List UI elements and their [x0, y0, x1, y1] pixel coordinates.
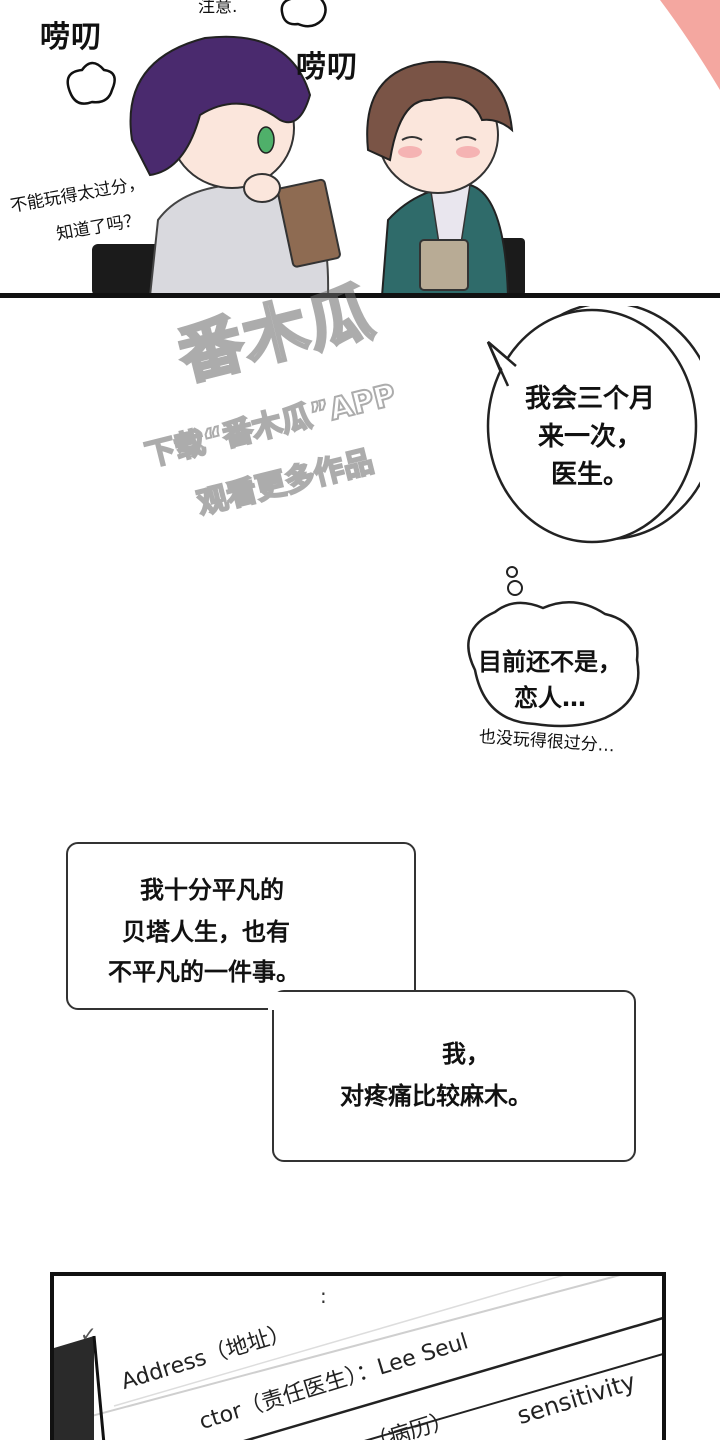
narration-1-line-2: 贝塔人生，也有 — [122, 918, 290, 946]
speech-line-3: 医生。 — [550, 460, 629, 490]
top-comic-panel: 唠叨 唠叨 注意. 不能玩得太过分， 知道了吗？ — [0, 0, 720, 296]
thought-bubble-shape — [467, 566, 640, 728]
medical-record-panel: ✓ : Address（地址） ctor（责任医生）：Lee Seul （病历）… — [50, 1272, 666, 1440]
top-cut-text: 注意. — [198, 0, 238, 17]
narration-2-line-1: 我， — [442, 1040, 490, 1068]
speech-bubble: 我会三个月 来一次， 医生。 — [480, 306, 700, 546]
sfx-nagging-left: 唠叨 — [40, 20, 102, 55]
thought-line-1: 目前还不是， — [478, 648, 622, 676]
sfx-nagging-right: 唠叨 — [296, 50, 358, 85]
characters-illustration — [66, 0, 720, 296]
narration-box-2: 我， 对疼痛比较麻木。 — [272, 990, 636, 1162]
narration-box-1: 我十分平凡的 贝塔人生，也有 不平凡的一件事。 — [66, 842, 416, 1010]
thought-bubble: 目前还不是， 恋人… — [455, 560, 645, 730]
document-paper — [54, 1276, 662, 1440]
narration-2-line-2: 对疼痛比较麻木。 — [340, 1082, 532, 1110]
thought-line-2: 恋人… — [514, 684, 586, 712]
speech-line-2: 来一次， — [537, 422, 642, 452]
narration-1-line-1: 我十分平凡的 — [140, 876, 284, 904]
watermark: 番木瓜 下载“番木瓜”APP 观看更多作品 — [141, 273, 500, 540]
narration-joint — [268, 992, 414, 1010]
speech-bubble-shape — [486, 306, 700, 544]
speech-line-1: 我会三个月 — [524, 384, 655, 414]
dot-mark: : — [320, 1284, 327, 1308]
panel-divider — [0, 293, 720, 298]
check-mark-icon: ✓ — [80, 1322, 97, 1346]
narration-1-line-3: 不平凡的一件事。 — [108, 958, 300, 986]
